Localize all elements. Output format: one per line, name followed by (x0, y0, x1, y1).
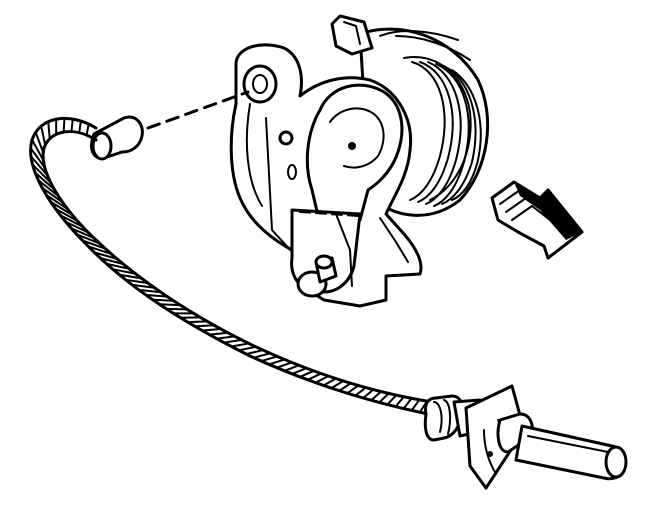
cable-hatch-mark (62, 118, 66, 133)
cable-hatch-mark (82, 239, 106, 250)
cable-hatch-mark (45, 194, 69, 210)
cable-hatch-mark (70, 227, 95, 239)
cable-hatch-mark (76, 233, 100, 245)
cable-hatch-mark (354, 386, 367, 397)
cable-hatch-mark (410, 399, 421, 412)
cable-hatch-mark (34, 132, 45, 153)
cable-hatch-mark (291, 367, 307, 375)
cable-hatch-mark (65, 221, 89, 234)
cable-hatch-mark (284, 364, 300, 372)
cable-hatch-mark (315, 375, 329, 384)
cable-hatch-mark (70, 118, 74, 132)
cable-hatch-mark (187, 320, 208, 324)
cable-hatch-mark (152, 298, 174, 302)
cable-end-cap (90, 115, 144, 161)
cable-hatch-mark (394, 396, 405, 408)
cable-hatch-mark (41, 186, 64, 204)
cable-hatch-mark (78, 120, 82, 133)
cable-hatch-mark (100, 257, 124, 265)
cable-hatch-mark (253, 352, 271, 359)
cable-hatch-mark (245, 349, 264, 356)
cable-hatch-mark (30, 155, 49, 177)
cable-hatch-mark (386, 394, 397, 406)
cable-hatch-mark (338, 382, 352, 392)
cable-hatch-mark (402, 397, 413, 410)
cable-hatch-mark (159, 303, 181, 307)
cable-hatch-mark (346, 384, 359, 395)
cable-hatch-mark (209, 331, 228, 336)
cable-hatch-mark (37, 179, 60, 198)
cable-hatch-mark (268, 358, 285, 366)
cable-hatch-mark (132, 283, 155, 289)
cable-hatch-mark (34, 171, 56, 191)
cable-hatch-mark (106, 262, 130, 270)
cable-hatch-mark (330, 380, 344, 389)
cable-hatch-mark (31, 163, 52, 184)
mounting-bracket-plate (229, 43, 423, 308)
cable-hatch-mark (276, 361, 292, 369)
cable-hatch-mark (238, 345, 256, 352)
upper-bracket-tab (330, 14, 374, 56)
cable-hatch-mark (60, 214, 84, 228)
cable-hatch-mark (112, 268, 136, 275)
cable-sheath (29, 116, 434, 416)
cable-hatch-mark (322, 377, 337, 387)
cable-hatch-mark (216, 335, 235, 340)
cable-hatch-mark (138, 288, 161, 294)
cable-end-rod (496, 412, 628, 481)
direction-arrow (490, 180, 584, 260)
cable-hatch-mark (194, 324, 215, 328)
cable-hatch-mark (362, 388, 375, 399)
cable-hatch-mark (231, 342, 249, 348)
cable-hatch-mark (94, 251, 118, 260)
cable-hatch-mark (223, 338, 242, 344)
cable-hatch-mark (299, 370, 315, 378)
cable-hatch-mark (40, 125, 47, 146)
cable-hatch-mark (125, 278, 149, 285)
cable-hatch-mark (145, 293, 168, 298)
retaining-pin (296, 254, 338, 298)
cable-hatch-mark (201, 328, 221, 332)
cable-hatch-mark (378, 392, 390, 404)
cable-hatch-mark (261, 355, 278, 363)
cable-hatch-mark (307, 372, 322, 381)
cable-hatch-mark (118, 273, 142, 280)
cable-hatch-mark (29, 147, 46, 169)
cable-hatch-mark (47, 121, 51, 139)
alignment-dashed-line (146, 90, 250, 130)
cable-hatch-mark (85, 123, 90, 136)
cable-hatch-mark (31, 139, 45, 161)
cable-hatch-mark (370, 390, 382, 402)
cable-hatch-mark (88, 245, 112, 255)
cable-hatch-mark (55, 207, 79, 222)
cable-hatch-mark (50, 201, 74, 217)
